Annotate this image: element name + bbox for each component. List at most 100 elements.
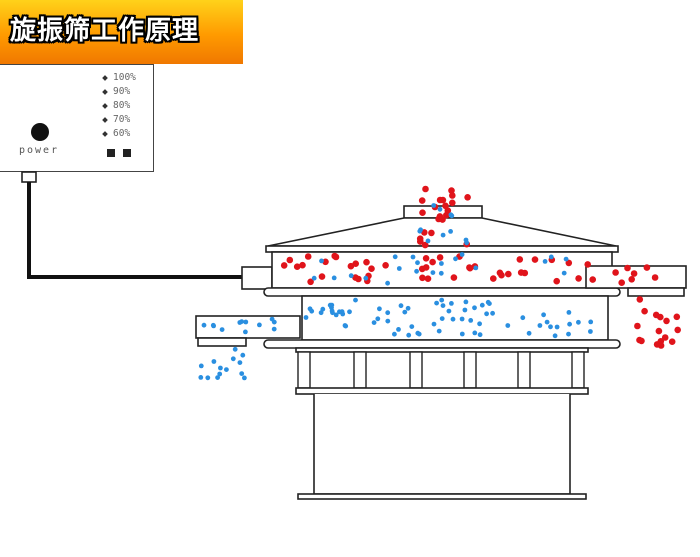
fine-particle: [396, 327, 401, 332]
fine-particle: [240, 352, 246, 358]
coarse-particle: [421, 241, 429, 249]
fine-particle: [561, 270, 567, 276]
coarse-particle: [322, 258, 329, 266]
fine-particle: [243, 329, 248, 335]
fine-particle: [566, 310, 572, 315]
fine-particle: [415, 260, 420, 266]
level-item: 60%: [102, 127, 136, 141]
fine-particle: [242, 375, 247, 381]
coarse-particle: [307, 278, 314, 286]
coarse-particle: [612, 269, 619, 276]
fine-particle: [307, 306, 313, 312]
fine-particle: [377, 306, 382, 312]
coarse-particle: [655, 327, 663, 335]
fine-particle: [303, 315, 309, 320]
motor-box: [241, 266, 273, 290]
coarse-particle: [575, 275, 582, 282]
level-item: 70%: [102, 113, 136, 127]
fine-particle: [347, 309, 352, 315]
fine-particle: [541, 312, 546, 318]
fine-particle: [205, 375, 211, 381]
coarse-particle: [331, 252, 339, 260]
fine-particle: [449, 213, 455, 219]
coarse-particle: [634, 322, 641, 330]
fine-particle: [342, 323, 348, 328]
level-item: 100%: [102, 71, 136, 85]
fine-particle: [463, 237, 469, 243]
fine-particle: [215, 375, 221, 380]
fine-particle: [396, 266, 402, 271]
fine-particle: [440, 303, 446, 308]
coarse-particle: [442, 202, 449, 210]
fine-particles: [198, 203, 594, 381]
fine-particle: [450, 316, 456, 322]
fine-particle: [552, 333, 558, 339]
coarse-particle: [443, 211, 450, 219]
fine-particle: [239, 371, 245, 376]
fine-particle: [385, 280, 390, 286]
fine-particle: [439, 316, 445, 321]
springs: [297, 351, 585, 389]
level-item: 90%: [102, 85, 136, 99]
fine-particle: [198, 375, 204, 380]
fine-particle: [337, 309, 342, 315]
coarse-particle: [657, 342, 665, 349]
fine-particle: [439, 261, 444, 266]
fine-particle: [490, 310, 495, 316]
fine-particle: [269, 316, 275, 322]
coarse-particle: [674, 326, 681, 334]
fine-particle: [224, 367, 229, 372]
fine-particle: [333, 312, 339, 318]
top-outlet: [585, 265, 687, 289]
fine-particle: [219, 327, 225, 332]
fine-particle: [472, 305, 477, 311]
fine-particle: [331, 275, 337, 281]
coarse-particle: [628, 276, 635, 283]
coarse-particle: [641, 307, 648, 315]
coarse-particle: [490, 275, 497, 282]
fine-particle: [446, 308, 452, 314]
coarse-particle: [382, 262, 389, 269]
fine-particle: [198, 363, 204, 369]
fine-particle: [431, 321, 437, 327]
fine-particle: [311, 275, 317, 281]
coarse-particle: [636, 296, 644, 303]
coarse-particle: [318, 273, 326, 280]
indicator-square-icon: [107, 149, 115, 157]
coarse-particle: [422, 264, 430, 271]
fine-particle: [371, 320, 377, 325]
fine-particle: [363, 275, 369, 281]
power-knob-icon[interactable]: [31, 123, 49, 141]
coarse-particle: [429, 258, 436, 266]
coarse-particle: [498, 271, 505, 279]
fine-particle: [385, 318, 391, 324]
fine-particle: [425, 238, 431, 244]
coarse-particle: [464, 194, 471, 201]
fine-particle: [453, 256, 458, 262]
fine-particle: [567, 321, 572, 327]
fine-particle: [271, 326, 277, 332]
coarse-particle: [624, 264, 631, 272]
base-plate: [295, 347, 589, 353]
fine-particle: [472, 330, 478, 336]
fine-particle: [327, 302, 333, 308]
page-title: 旋振筛工作原理: [10, 16, 200, 46]
coarse-particle: [668, 338, 676, 346]
coarse-particle: [643, 264, 651, 271]
fine-particle: [484, 311, 489, 317]
coarse-particle: [352, 260, 360, 268]
coarse-particle: [280, 262, 288, 269]
fine-particle: [468, 318, 474, 323]
fine-particle: [406, 332, 412, 338]
fine-particle: [218, 365, 223, 371]
fine-particle: [405, 305, 411, 311]
fine-particle: [330, 310, 335, 316]
coarse-particle: [435, 215, 442, 223]
fine-particle: [448, 229, 453, 234]
fine-particle: [449, 301, 454, 306]
fine-particle: [566, 331, 571, 337]
fine-particle: [398, 303, 404, 309]
control-panel: power 100% 90% 80% 70% 60%: [0, 64, 154, 172]
fine-particle: [415, 330, 421, 336]
fine-particle: [505, 323, 511, 328]
